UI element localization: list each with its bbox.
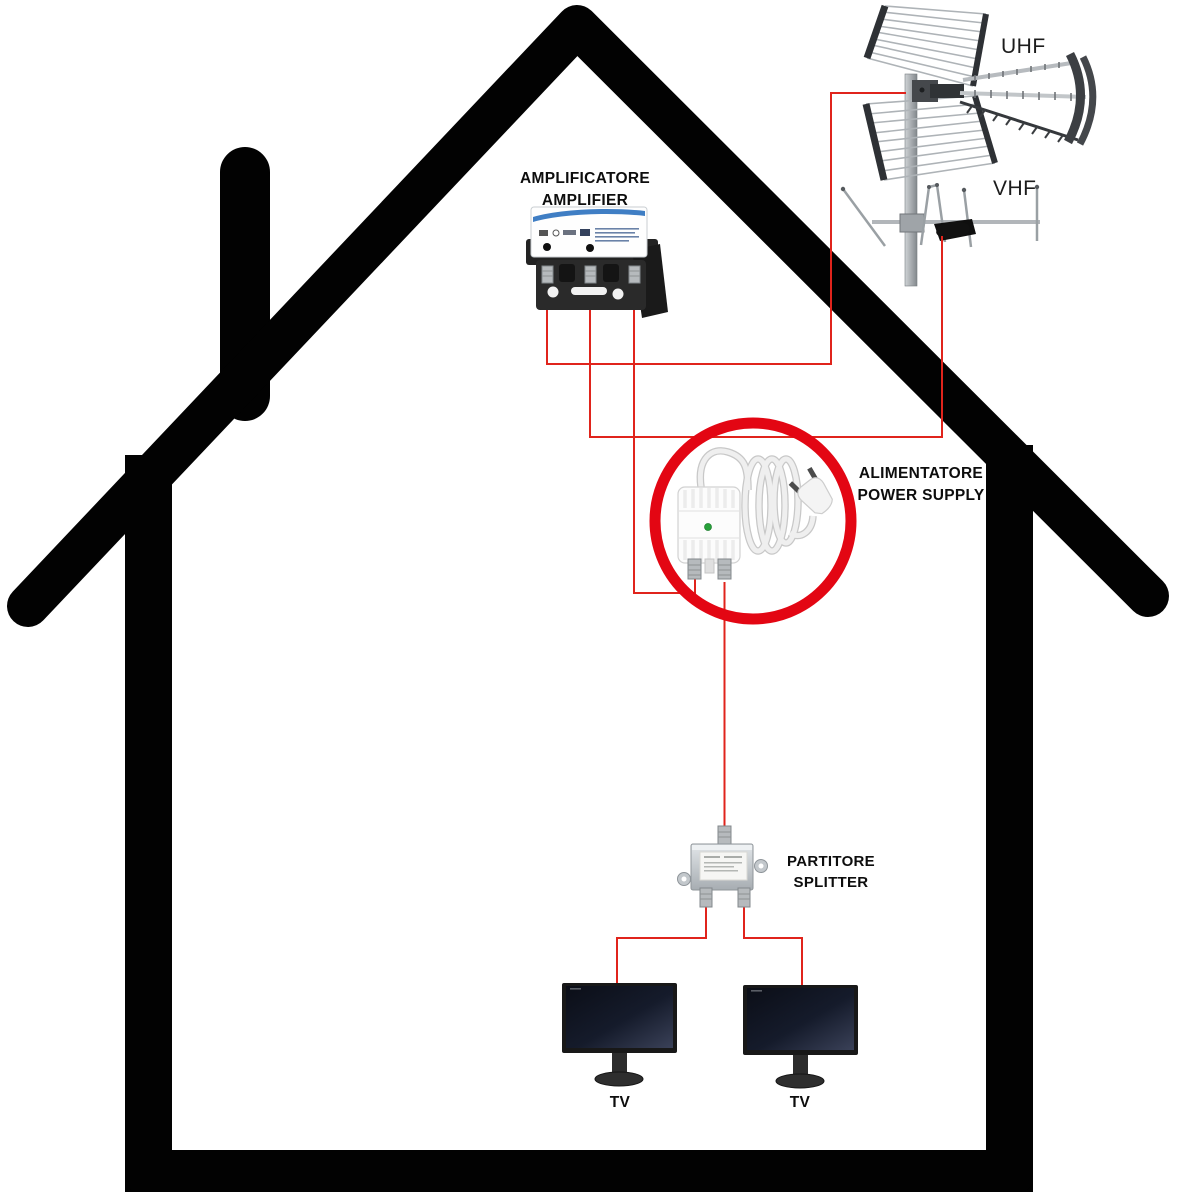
tv-right-label: TV — [789, 1094, 811, 1111]
power-supply-connectors — [687, 558, 732, 580]
power-supply-device — [677, 447, 833, 580]
antenna-hub — [912, 80, 964, 102]
tv-right — [742, 984, 859, 1089]
wire-antenna-vhf-to-amplifier — [589, 236, 943, 438]
wire-amplifier-to-power-supply — [633, 286, 696, 594]
tv-left-label: TV — [609, 1094, 631, 1111]
splitter-device — [677, 825, 768, 908]
vhf-label: VHF — [993, 177, 1037, 200]
house-outline — [7, 5, 1169, 1192]
roof — [7, 5, 1169, 627]
splitter-output-connectors — [699, 887, 751, 908]
vhf-section — [840, 183, 1040, 248]
splitter-label-line1: PARTITORE — [787, 853, 875, 870]
left-wall — [125, 455, 172, 1192]
floor — [125, 1150, 1033, 1192]
wire-splitter-to-tv-right — [743, 905, 803, 986]
amplifier-label-line1: AMPLIFICATORE — [520, 170, 650, 187]
power-supply-label-line1: ALIMENTATORE — [858, 465, 984, 482]
splitter-label-line2: SPLITTER — [793, 874, 869, 891]
right-wall — [986, 445, 1033, 1192]
power-supply-highlight-circle — [649, 417, 857, 625]
antenna-mast — [904, 73, 918, 287]
amplifier-device — [526, 206, 668, 318]
amplifier-label-line2: AMPLIFIER — [541, 192, 629, 209]
power-plug — [788, 466, 833, 515]
power-led — [704, 523, 712, 531]
power-cord — [696, 447, 817, 555]
uhf-top-reflector-panel — [863, 4, 989, 87]
uhf-booms — [959, 51, 1097, 146]
splitter-label: PARTITORE SPLITTER — [787, 851, 875, 893]
amplifier-connectors — [541, 264, 641, 284]
uhf-label: UHF — [1001, 35, 1046, 58]
uhf-vhf-antenna — [840, 4, 1097, 287]
amplifier-label: AMPLIFICATORE AMPLIFIER — [520, 168, 650, 212]
wire-splitter-to-tv-left — [616, 905, 707, 984]
tv-left — [561, 982, 678, 1087]
power-supply-label-line2: POWER SUPPLY — [857, 487, 985, 504]
power-supply-label: ALIMENTATORE POWER SUPPLY — [857, 463, 984, 507]
wire-antenna-uhf-to-amplifier — [546, 92, 906, 365]
coax-wires — [546, 92, 943, 986]
